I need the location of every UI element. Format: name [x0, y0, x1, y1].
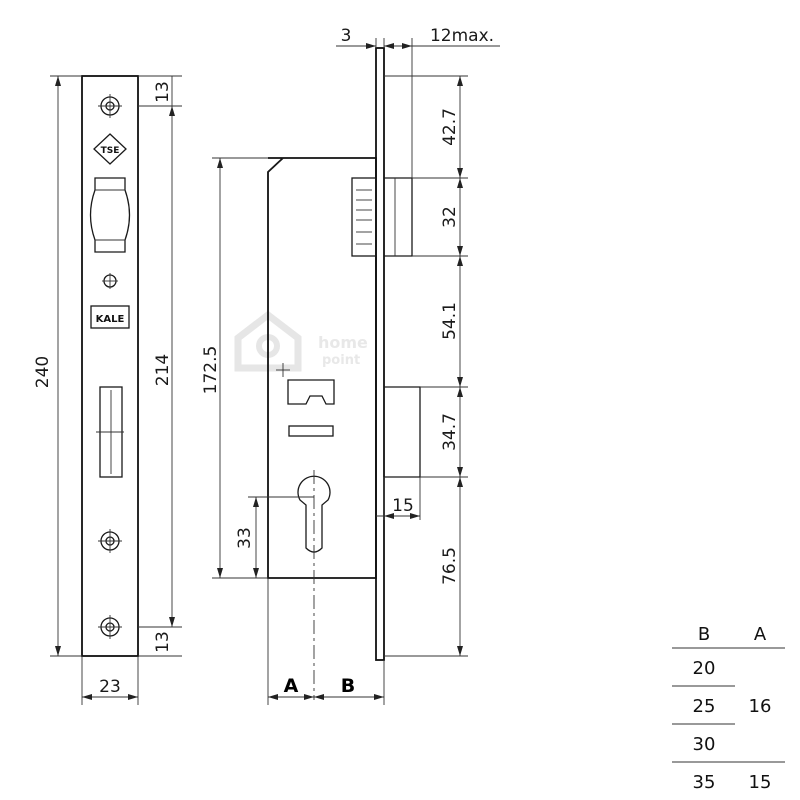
dim-13-bottom-label: 13 — [153, 631, 173, 653]
dim-172-5-label: 172.5 — [201, 346, 221, 395]
table-cell-a-16: 16 — [749, 696, 772, 717]
dim-ab: A B — [268, 675, 384, 700]
table-cell-b-35: 35 — [693, 772, 716, 793]
dim-240-label: 240 — [33, 356, 53, 388]
dim-172-5: 172.5 — [201, 157, 268, 579]
table-header-b: B — [698, 624, 710, 645]
dim-23: 23 — [81, 656, 139, 705]
kale-logo: KALE — [90, 305, 130, 329]
dim-33-label: 33 — [235, 527, 255, 549]
deadbolt-side — [384, 386, 421, 478]
watermark-line1: home — [318, 333, 368, 352]
dim-13-bottom: 13 — [138, 631, 182, 657]
latch-side — [351, 177, 413, 257]
label-b: B — [341, 675, 355, 697]
dim-34-7-label: 34.7 — [440, 413, 460, 451]
dim-15: 15 — [376, 477, 421, 520]
dim-76-5-label: 76.5 — [440, 547, 460, 585]
faceplate-outline — [81, 75, 139, 657]
table-header-a: A — [754, 624, 767, 645]
dim-13-top: 13 — [138, 75, 182, 106]
dim-3-label: 3 — [341, 26, 352, 46]
dim-13-top-label: 13 — [153, 81, 173, 103]
deadbolt-slot — [96, 386, 124, 478]
table-cell-a-15: 15 — [749, 772, 772, 793]
middle-screw — [102, 273, 118, 289]
bottom-screw-hole — [98, 615, 122, 639]
table-cell-b-25: 25 — [693, 696, 716, 717]
front-view: TSE KALE — [33, 75, 182, 705]
table-cell-b-30: 30 — [693, 734, 716, 755]
watermark: home point — [234, 310, 368, 372]
dim-32-label: 32 — [440, 206, 460, 228]
lower-screw — [98, 529, 122, 553]
dim-15-label: 15 — [392, 496, 414, 516]
watermark-line2: point — [322, 353, 360, 368]
follower — [276, 363, 335, 405]
svg-text:TSE: TSE — [101, 146, 120, 156]
label-a: A — [284, 675, 299, 697]
table-cell-b-20: 20 — [693, 658, 716, 679]
svg-text:KALE: KALE — [96, 314, 125, 325]
tse-logo: TSE — [93, 133, 127, 165]
latch-opening — [89, 177, 131, 253]
cylinder-cutout — [297, 470, 331, 700]
dim-214: 214 — [138, 105, 182, 628]
dim-chain-right: 42.7 32 54.1 34.7 76.5 — [384, 75, 468, 657]
dim-42-7-label: 42.7 — [440, 108, 460, 146]
body-slot — [288, 425, 334, 437]
dim-12max-label: 12max. — [430, 26, 494, 46]
dim-54-1-label: 54.1 — [440, 302, 460, 340]
side-faceplate — [375, 47, 385, 661]
side-view: A B 172.5 33 — [201, 26, 500, 705]
dim-33: 33 — [235, 496, 314, 578]
dim-214-label: 214 — [153, 354, 173, 386]
dim-top-thickness: 3 12max. — [336, 26, 500, 178]
dim-240: 240 — [33, 75, 82, 657]
size-table: B A 20 25 30 35 16 15 — [672, 624, 785, 793]
top-screw-hole — [98, 94, 122, 118]
dim-23-label: 23 — [99, 677, 121, 697]
